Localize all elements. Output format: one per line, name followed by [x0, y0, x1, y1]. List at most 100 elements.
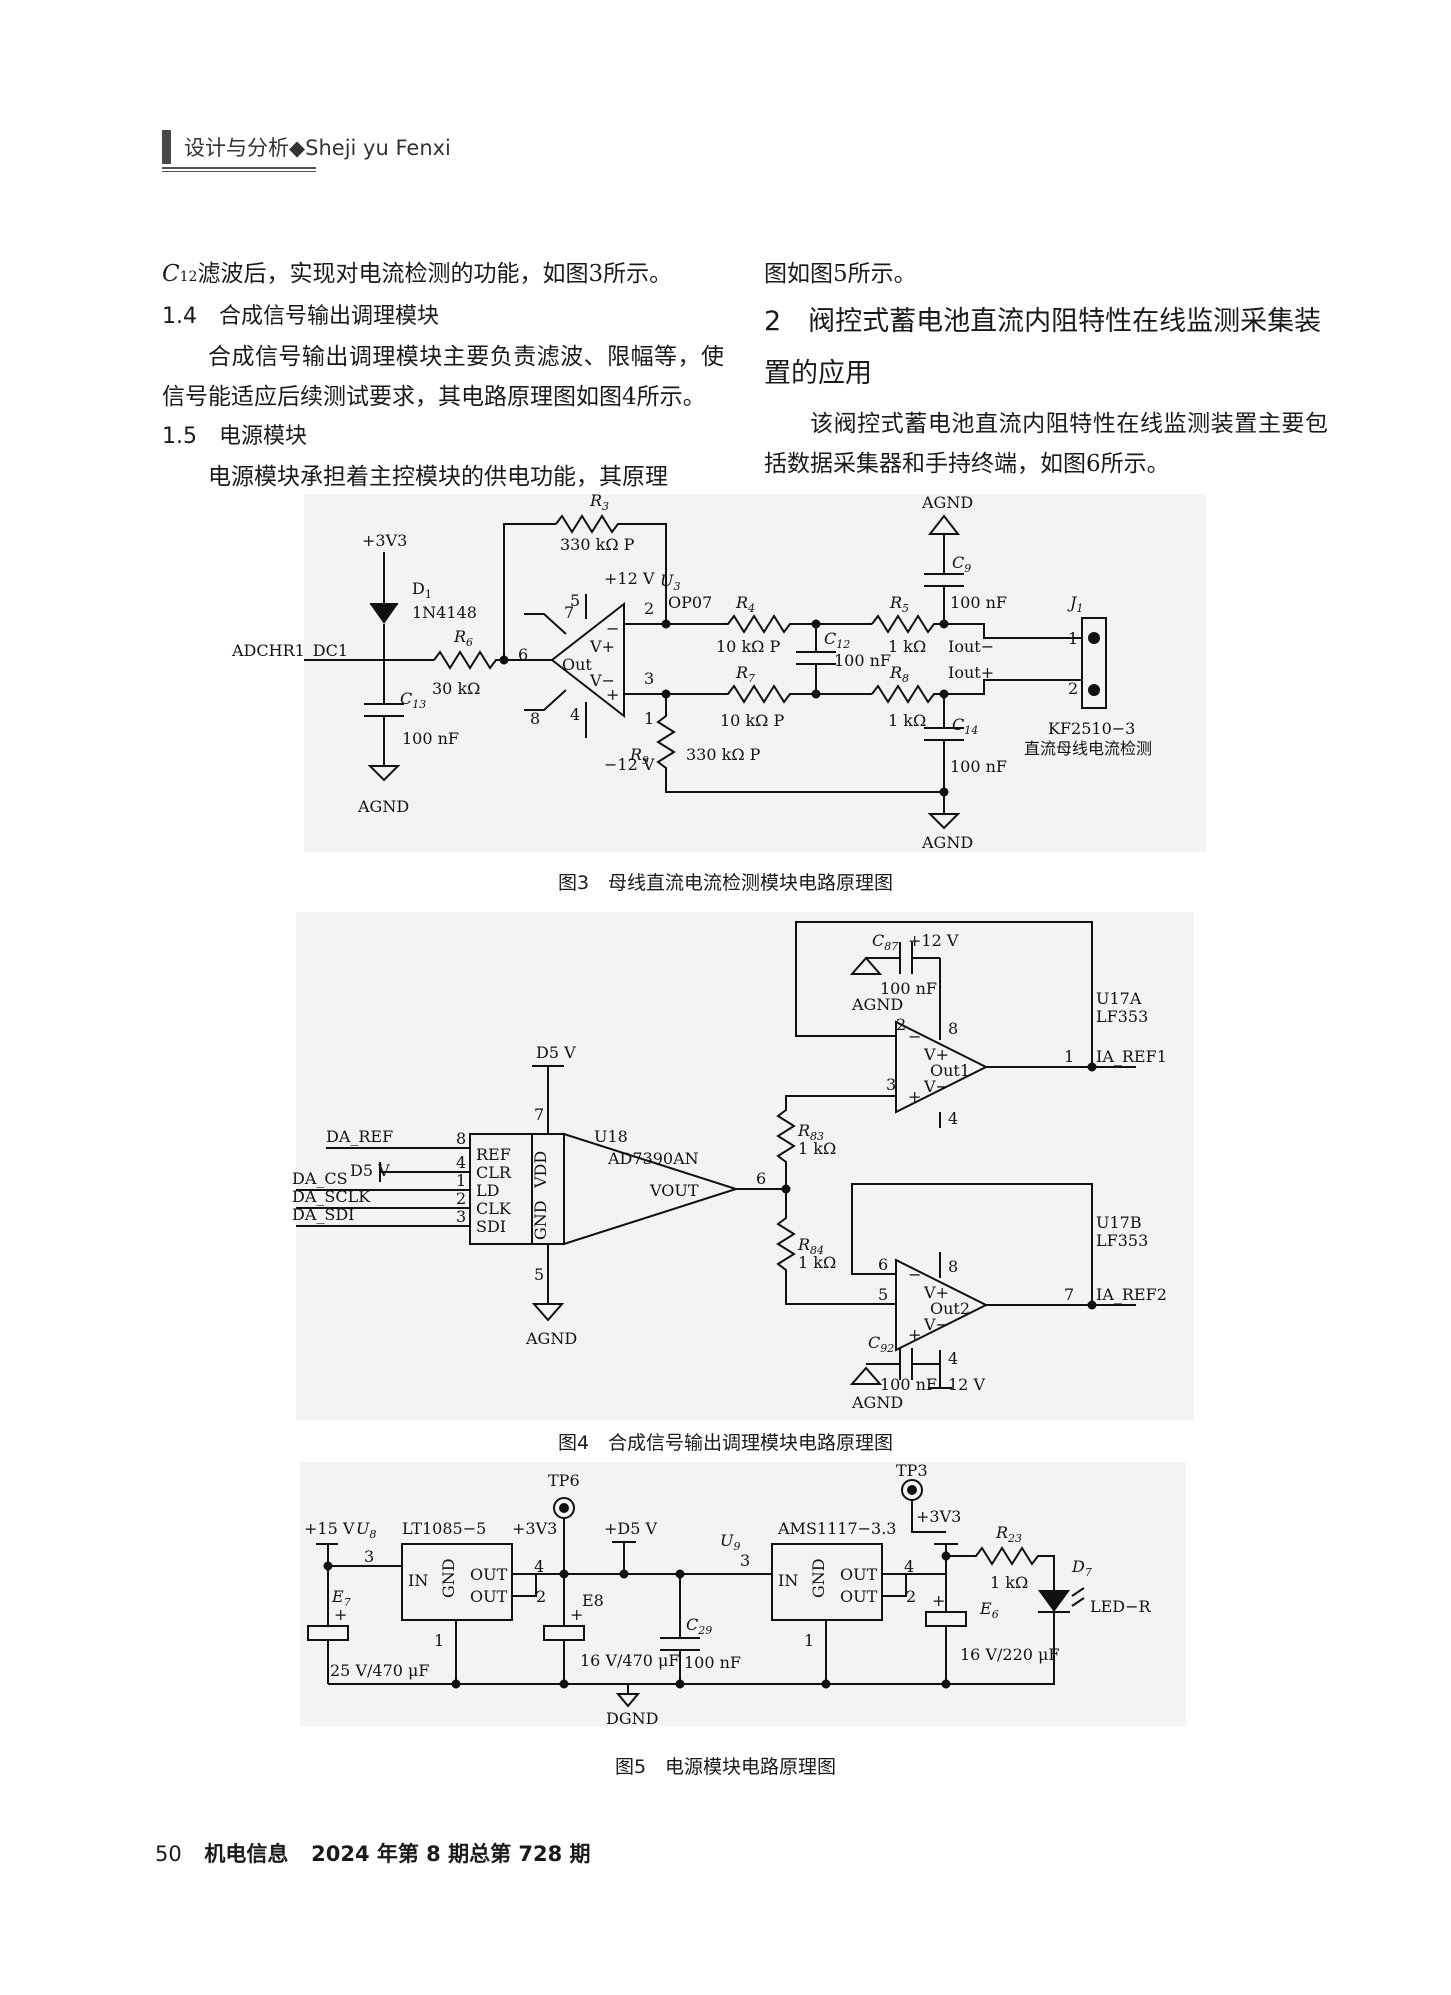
u17b-pin-7: 7 — [1064, 1285, 1074, 1304]
label-agnd: AGND — [525, 1329, 577, 1348]
label-out: Out — [562, 655, 592, 674]
pin-6: 6 — [518, 645, 528, 664]
label-r9: R9 — [629, 745, 649, 767]
label-kf2510: KF2510−3 — [1048, 719, 1135, 738]
buffer-triangle — [563, 1132, 740, 1246]
pin-5: 5 — [534, 1265, 544, 1284]
label-r3: R3 — [589, 491, 609, 513]
pin-3: 3 — [644, 669, 654, 688]
pin-5: 5 — [570, 591, 580, 610]
label-r8: R8 — [889, 663, 909, 685]
label-lt1085: LT1085−5 — [402, 1519, 486, 1538]
u17b-vplus: V+ — [923, 1283, 949, 1302]
ground-symbol — [927, 514, 961, 535]
label-r4: R4 — [735, 593, 755, 615]
label-e7: E7 — [331, 1587, 351, 1609]
paragraph: 合成信号输出调理模块主要负责滤波、限幅等，使信号能适应后续测试要求，其电路原理图… — [162, 344, 724, 410]
r8-value: 1 kΩ — [888, 711, 926, 730]
label-tp6: TP6 — [548, 1471, 580, 1490]
pin-8: 8 — [530, 709, 540, 728]
paragraph: 电源模块承担着主控模块的供电功能，其原理 — [208, 464, 668, 490]
u17a-pin-8: 8 — [948, 1019, 958, 1038]
label-r6: R6 — [453, 627, 473, 649]
ams-pin-out1: OUT — [840, 1565, 878, 1584]
opamp-u3 — [550, 601, 625, 719]
u17a-pin-2: 2 — [896, 1015, 906, 1034]
e7-plus: + — [334, 1605, 347, 1624]
lt-pin-1: 1 — [434, 1631, 444, 1650]
pin-sdi: SDI — [476, 1217, 506, 1236]
issue-info: 2024 年第 8 期总第 728 期 — [311, 1842, 591, 1866]
header-text: 设计与分析◆Sheji yu Fenxi — [184, 136, 451, 160]
u17a-pin-4: 4 — [948, 1109, 958, 1128]
journal-name: 机电信息 — [204, 1842, 289, 1866]
label-d5v-clr: D5 V — [350, 1161, 390, 1180]
c9-value: 100 nF — [950, 593, 1007, 612]
pin-7: 7 — [534, 1105, 544, 1124]
section-heading-1-5: 1.5 电源模块 — [162, 424, 307, 449]
label-vminus: V− — [589, 671, 615, 690]
e6-plus: + — [932, 1591, 945, 1610]
u17a-plus: + — [908, 1087, 921, 1106]
label-d7: D7 — [1071, 1557, 1092, 1579]
label-c87: C87 — [872, 931, 898, 953]
pin-ld: LD — [476, 1181, 499, 1200]
page-number: 50 — [155, 1842, 182, 1866]
header-rule-thin — [162, 171, 316, 172]
u17b-pin-5: 5 — [878, 1285, 888, 1304]
label-ia-ref1: IA_REF1 — [1096, 1047, 1167, 1066]
u17a-vplus: V+ — [923, 1045, 949, 1064]
opamp-u17b — [895, 1258, 989, 1352]
page-footer: 50 机电信息 2024 年第 8 期总第 728 期 — [155, 1838, 591, 1868]
label-e8: E8 — [582, 1591, 604, 1610]
label-plus-d5v: +D5 V — [604, 1519, 658, 1538]
running-header: 设计与分析◆Sheji yu Fenxi — [162, 126, 1208, 172]
e8-value: 16 V/470 μF — [580, 1651, 680, 1670]
figure-4-schematic: REF CLR LD CLK SDI VDD GND DA_REF D5 V D… — [292, 912, 1194, 1420]
label-1n4148: 1N4148 — [412, 603, 477, 622]
r6-value: 30 kΩ — [432, 679, 480, 698]
ams-pin-2: 2 — [906, 1587, 916, 1606]
figure-5-schematic: +15 V U8 3 E7 + 25 V/470 μF LT1085−5 IN … — [300, 1461, 1186, 1728]
pin-vdd: VDD — [531, 1151, 550, 1189]
connector-j1 — [1081, 617, 1107, 709]
label-vout: VOUT — [649, 1181, 699, 1200]
label-12v: 12 V — [948, 1375, 985, 1394]
figure-3-caption: 图3 母线直流电流检测模块电路原理图 — [557, 872, 894, 894]
c13-value: 100 nF — [402, 729, 459, 748]
pin-6: 6 — [756, 1169, 766, 1188]
label-ams1117: AMS1117−3.3 — [777, 1519, 896, 1538]
u17a-vminus: V− — [923, 1077, 949, 1096]
lt-pin-gnd: GND — [439, 1558, 458, 1598]
label-vplus: V+ — [589, 637, 615, 656]
r84-value: 1 kΩ — [798, 1253, 836, 1272]
u17b-out2: Out2 — [930, 1299, 970, 1318]
label-d1: D1 — [412, 579, 432, 601]
pin-3: 3 — [456, 1207, 466, 1226]
label-c29: C29 — [686, 1615, 712, 1637]
figure-4-caption: 图4 合成信号输出调理模块电路原理图 — [557, 1432, 894, 1454]
r83-value: 1 kΩ — [798, 1139, 836, 1158]
lt-pin-out1: OUT — [470, 1565, 508, 1584]
ams-pin-in: IN — [778, 1571, 798, 1590]
label-agnd: AGND — [357, 797, 409, 816]
label-ad7390an: AD7390AN — [607, 1149, 699, 1168]
label-c14: C14 — [952, 715, 978, 737]
label-dgnd: DGND — [606, 1709, 658, 1728]
section-heading-2: 2 阀控式蓄电池直流内阻特性在线监测采集装置的应用 — [764, 306, 1322, 389]
label-r84: R84 — [797, 1235, 824, 1257]
pin-ref: REF — [476, 1145, 511, 1164]
label-iout-plus: Iout+ — [948, 663, 994, 682]
u17a-pin-3: 3 — [886, 1075, 896, 1094]
u17b-pin-4: 4 — [948, 1349, 958, 1368]
ams-pin-out2: OUT — [840, 1587, 878, 1606]
label-lf353-a: LF353 — [1096, 1007, 1148, 1026]
ams-pin-1: 1 — [804, 1631, 814, 1650]
label-c13: C13 — [400, 689, 426, 711]
u17b-minus: − — [908, 1265, 921, 1284]
label-plus12v: +12 V — [908, 931, 959, 950]
pin-2: 2 — [456, 1189, 466, 1208]
lt-pin-in: IN — [408, 1571, 428, 1590]
header-bar — [162, 130, 171, 164]
label-op07: OP07 — [668, 593, 712, 612]
